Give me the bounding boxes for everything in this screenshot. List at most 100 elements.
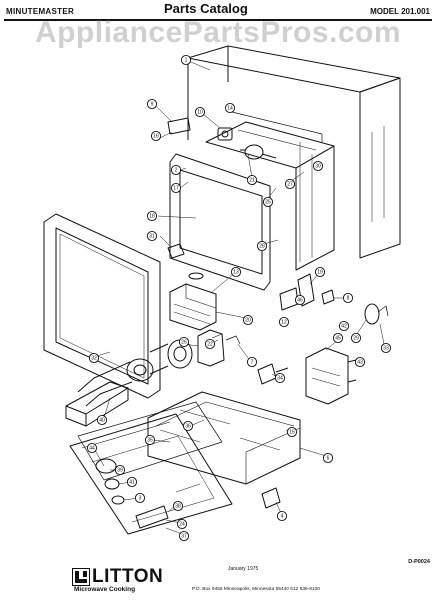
svg-text:36: 36 [185, 423, 191, 429]
svg-text:44: 44 [89, 445, 95, 451]
callout-14: 14 [224, 102, 236, 114]
callout-31: 31 [146, 230, 158, 242]
document-id: D-P0024 [408, 559, 430, 565]
callout-26: 26 [178, 336, 190, 348]
svg-text:19: 19 [317, 269, 323, 275]
callout-30: 30 [312, 160, 324, 172]
callout-21: 21 [246, 174, 258, 186]
callout-46: 46 [294, 294, 306, 306]
callout-39: 39 [114, 464, 126, 476]
door-outer-panel [43, 213, 161, 399]
callout-3: 3 [134, 492, 146, 504]
company-address: P.O. Box 9456 Minneapolis, Minnesota 554… [192, 587, 320, 592]
callout-4: 4 [276, 510, 288, 522]
callout-24: 24 [176, 518, 188, 530]
svg-text:26: 26 [181, 339, 187, 345]
callout-8: 8 [342, 292, 354, 304]
callout-18: 18 [146, 210, 158, 222]
svg-text:17: 17 [173, 185, 179, 191]
latch-part [167, 243, 185, 259]
magnetron [169, 272, 217, 331]
svg-text:25: 25 [265, 199, 271, 205]
door-inner-frame [169, 153, 271, 291]
svg-text:35: 35 [147, 437, 153, 443]
callout-27: 27 [284, 178, 296, 190]
svg-text:18: 18 [149, 213, 155, 219]
svg-text:27: 27 [287, 181, 293, 187]
outer-cabinet [187, 45, 401, 259]
control-strip [77, 401, 223, 481]
svg-text:42: 42 [341, 323, 347, 329]
oven-cavity-chassis [205, 111, 335, 271]
callout-19: 19 [314, 266, 326, 278]
callout-2: 2 [170, 164, 182, 176]
svg-text:14: 14 [227, 105, 233, 111]
callout-13: 13 [230, 266, 242, 278]
callout-1: 1 [180, 54, 192, 66]
callout-34: 34 [274, 372, 286, 384]
svg-text:40: 40 [99, 417, 105, 423]
oven-lamp [240, 144, 277, 160]
svg-text:24: 24 [179, 521, 185, 527]
svg-text:20: 20 [245, 317, 251, 323]
callout-32: 32 [88, 352, 100, 364]
callout-6: 6 [322, 452, 334, 464]
callout-22: 22 [204, 338, 216, 350]
callout-9: 9 [146, 98, 158, 110]
catalog-date: January 1975 [228, 566, 259, 572]
logo-subtitle: Microwave Cooking [74, 586, 136, 593]
model-number: MODEL 201.001 [370, 7, 430, 16]
callout-33: 33 [380, 342, 392, 354]
svg-text:6: 6 [327, 455, 330, 461]
litton-logo-icon [72, 568, 90, 586]
callout-12: 12 [278, 316, 290, 328]
svg-text:16: 16 [153, 133, 159, 139]
callout-41: 41 [126, 476, 138, 488]
small-part [321, 289, 335, 305]
leader-lines [94, 59, 385, 535]
svg-text:12: 12 [281, 319, 287, 325]
callout-7: 7 [246, 356, 258, 368]
svg-text:29: 29 [353, 335, 359, 341]
svg-text:33: 33 [383, 345, 389, 351]
callout-36: 36 [182, 420, 194, 432]
callout-15: 15 [286, 426, 298, 438]
callout-16: 16 [150, 130, 162, 142]
callout-29: 29 [350, 332, 362, 344]
exploded-parts-diagram: 1910162171821272528132019831324629334534… [43, 45, 401, 542]
page-header: MINUTEMASTER Parts Catalog MODEL 201.001 [0, 0, 436, 22]
svg-text:38: 38 [175, 503, 181, 509]
callout-labels: 1910162171821272528132019831324629334534… [86, 54, 392, 542]
blower-assembly [77, 339, 193, 407]
svg-text:9: 9 [151, 101, 154, 107]
svg-text:39: 39 [117, 467, 123, 473]
svg-text:3: 3 [139, 495, 142, 501]
svg-text:7: 7 [251, 359, 254, 365]
control-panel [69, 413, 233, 535]
logo-text: LITTON [92, 566, 164, 587]
svg-text:2: 2 [175, 167, 178, 173]
header-rule [4, 19, 432, 21]
svg-text:46: 46 [297, 297, 303, 303]
callout-42: 42 [338, 320, 350, 332]
svg-text:34: 34 [277, 375, 283, 381]
hinge-bracket [167, 117, 191, 135]
callout-20: 20 [242, 314, 254, 326]
svg-text:37: 37 [181, 533, 187, 539]
svg-text:31: 31 [149, 233, 155, 239]
svg-text:8: 8 [347, 295, 350, 301]
interlock-switch-assembly [279, 273, 315, 311]
svg-text:28: 28 [259, 243, 265, 249]
svg-text:43: 43 [357, 359, 363, 365]
base-plate [147, 391, 301, 485]
svg-text:4: 4 [281, 513, 284, 519]
svg-text:1: 1 [185, 57, 188, 63]
svg-text:13: 13 [233, 269, 239, 275]
callout-28: 28 [256, 240, 268, 252]
svg-text:30: 30 [315, 163, 321, 169]
upper-motor [217, 127, 233, 141]
callout-38: 38 [172, 500, 184, 512]
callout-44: 44 [86, 442, 98, 454]
callout-17: 17 [170, 182, 182, 194]
svg-text:15: 15 [289, 429, 295, 435]
